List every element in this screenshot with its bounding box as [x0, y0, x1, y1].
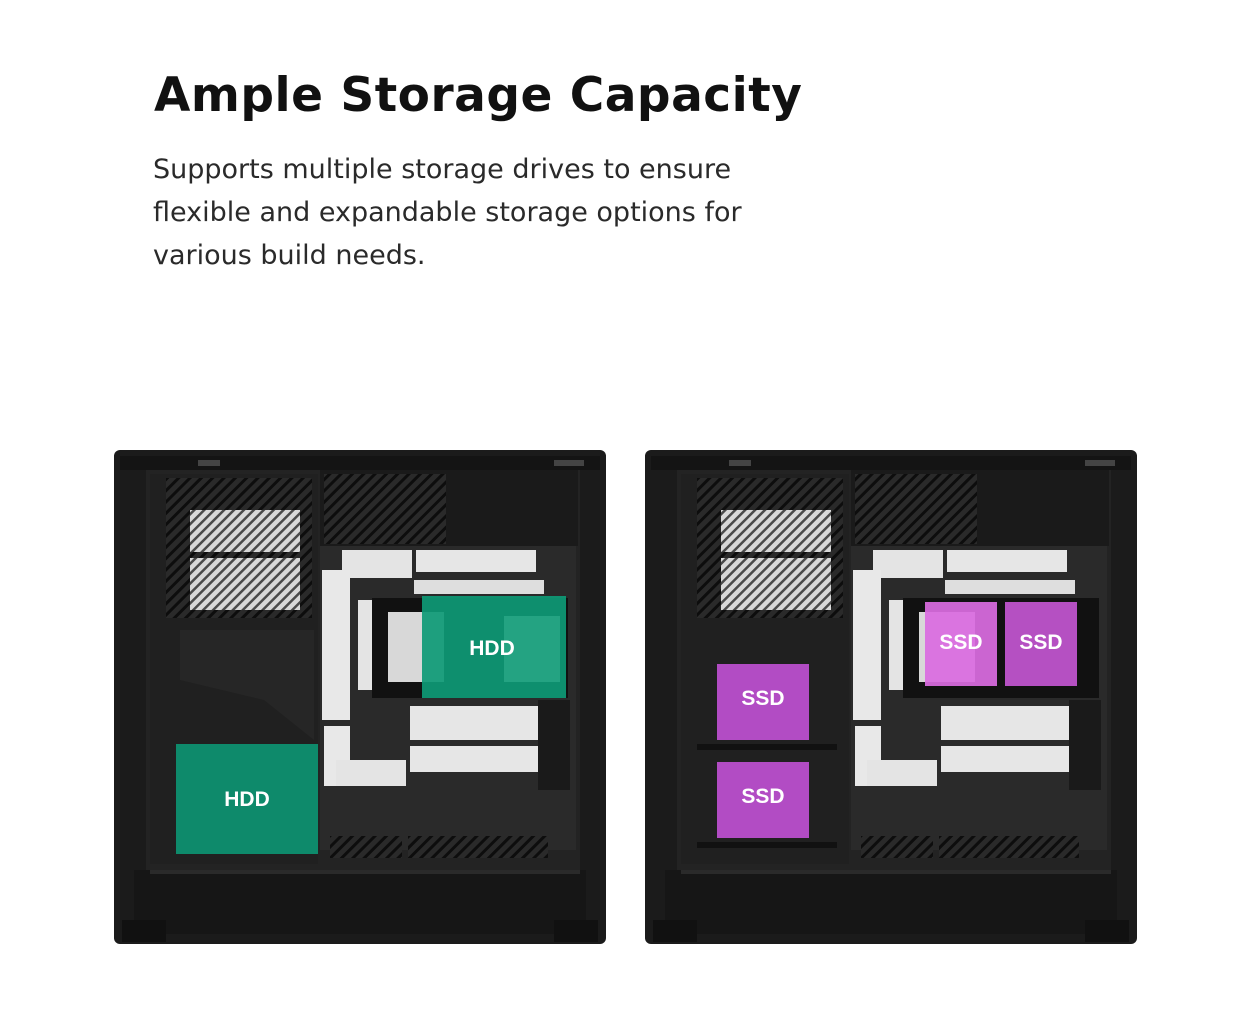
- hdd-label: HDD: [224, 788, 270, 811]
- pc-case-illustration: SSD SSD SSD SSD: [645, 450, 1137, 944]
- ssd-drive-left-lower: SSD: [717, 762, 809, 838]
- page-title: Ample Storage Capacity: [154, 68, 803, 123]
- hdd-label: HDD: [469, 637, 515, 660]
- pc-case-illustration: HDD HDD: [114, 450, 606, 944]
- ssd-label: SSD: [939, 631, 982, 654]
- ssd-label: SSD: [1019, 631, 1062, 654]
- hdd-drive-bottom: HDD: [176, 744, 318, 854]
- ssd-drive-top-right: SSD: [1005, 602, 1077, 686]
- ssd-drive-left-upper: SSD: [717, 664, 809, 740]
- feature-description: Supports multiple storage drives to ensu…: [153, 154, 742, 271]
- pc-case-ssd-configuration: SSD SSD SSD SSD: [645, 450, 1137, 944]
- pc-case-hdd-configuration: HDD HDD: [114, 450, 606, 944]
- ssd-drive-top-left: SSD: [925, 602, 997, 686]
- ssd-label: SSD: [741, 785, 784, 808]
- ssd-label: SSD: [741, 687, 784, 710]
- hdd-drive-top: HDD: [422, 596, 566, 698]
